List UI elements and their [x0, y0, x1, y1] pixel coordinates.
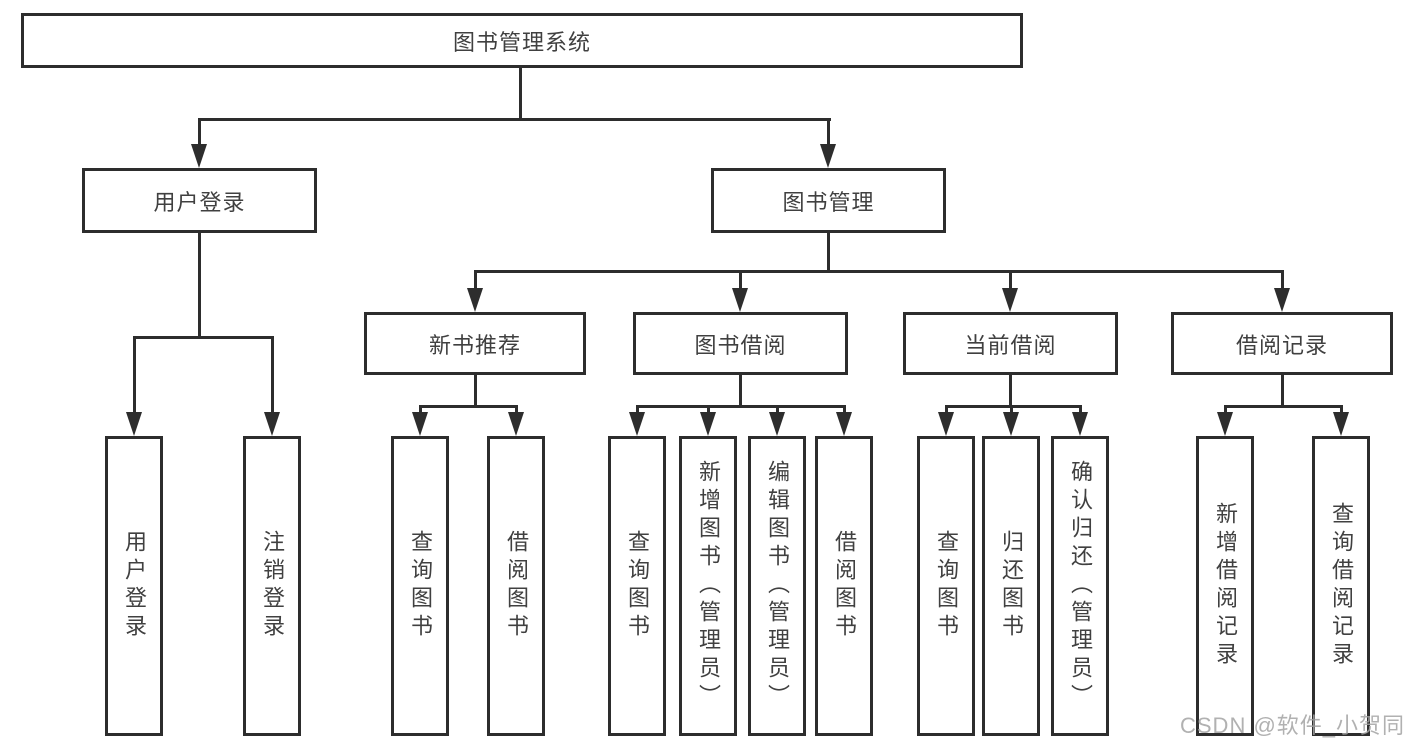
connector-line [474, 375, 477, 408]
connector-line [419, 405, 518, 408]
node-label: 查询借阅记录 [1329, 502, 1354, 670]
leaf-query-borrow-record: 查询借阅记录 [1312, 436, 1370, 736]
connector-line [945, 405, 948, 416]
connector-line [827, 233, 830, 273]
node-label: 新书推荐 [428, 332, 521, 358]
connector-line [1281, 270, 1284, 292]
node-label: 归还图书 [999, 530, 1024, 642]
connector-line [739, 270, 742, 292]
connector-line [519, 68, 522, 120]
leaf-query-books-borrowing: 查询图书 [608, 436, 666, 736]
node-label: 当前借阅 [964, 332, 1057, 358]
connector-line [133, 336, 274, 339]
connector-line [1340, 405, 1343, 416]
arrow-down-icon [700, 412, 716, 436]
arrow-down-icon [191, 144, 207, 168]
node-label: 编辑图书（管理员） [765, 460, 790, 712]
connector-line [474, 270, 1284, 273]
connector-line [198, 118, 831, 121]
connector-line [827, 118, 830, 150]
node-label: 新增图书（管理员） [696, 460, 721, 712]
arrow-down-icon [1333, 412, 1349, 436]
leaf-query-books-current: 查询图书 [917, 436, 975, 736]
connector-line [1281, 375, 1284, 408]
node-label: 借阅图书 [832, 530, 857, 642]
arrow-down-icon [412, 412, 428, 436]
arrow-down-icon [769, 412, 785, 436]
arrow-down-icon [467, 288, 483, 312]
connector-line [945, 405, 1082, 408]
node-label: 用户登录 [153, 189, 246, 215]
node-label: 确认归还（管理员） [1068, 460, 1093, 712]
arrow-down-icon [629, 412, 645, 436]
connector-line [739, 375, 742, 408]
connector-line [271, 336, 274, 416]
connector-line [474, 270, 477, 292]
arrow-down-icon [1274, 288, 1290, 312]
arrow-down-icon [508, 412, 524, 436]
leaf-return-books: 归还图书 [982, 436, 1040, 736]
node-label: 注销登录 [260, 530, 285, 642]
connector-line [636, 405, 846, 408]
connector-line [515, 405, 518, 416]
connector-line [636, 405, 639, 416]
node-label: 查询图书 [408, 530, 433, 642]
arrow-down-icon [126, 412, 142, 436]
connector-line [843, 405, 846, 416]
leaf-query-books-recommend: 查询图书 [391, 436, 449, 736]
node-new-book-recommendation: 新书推荐 [364, 312, 586, 375]
node-label: 借阅图书 [504, 530, 529, 642]
connector-line [707, 405, 710, 416]
connector-line [198, 233, 201, 338]
leaf-borrow-books-recommend: 借阅图书 [487, 436, 545, 736]
arrow-down-icon [1072, 412, 1088, 436]
node-label: 用户登录 [122, 530, 147, 642]
watermark-csdn: CSDN @软件_小贺同学 [1180, 713, 1405, 738]
node-current-borrowing: 当前借阅 [903, 312, 1118, 375]
leaf-logout: 注销登录 [243, 436, 301, 736]
connector-line [198, 118, 201, 150]
connector-line [1009, 270, 1012, 292]
node-borrowing-records: 借阅记录 [1171, 312, 1393, 375]
arrow-down-icon [1217, 412, 1233, 436]
leaf-edit-books-admin: 编辑图书（管理员） [748, 436, 806, 736]
leaf-confirm-return-admin: 确认归还（管理员） [1051, 436, 1109, 736]
connector-line [1224, 405, 1343, 408]
leaf-add-books-admin: 新增图书（管理员） [679, 436, 737, 736]
node-label: 查询图书 [625, 530, 650, 642]
leaf-user-login: 用户登录 [105, 436, 163, 736]
leaf-borrow-books-borrowing: 借阅图书 [815, 436, 873, 736]
connector-line [419, 405, 422, 416]
node-label: 借阅记录 [1235, 332, 1328, 358]
node-book-borrowing: 图书借阅 [633, 312, 848, 375]
arrow-down-icon [1002, 288, 1018, 312]
arrow-down-icon [732, 288, 748, 312]
connector-line [1079, 405, 1082, 416]
arrow-down-icon [836, 412, 852, 436]
arrow-down-icon [938, 412, 954, 436]
node-label: 图书管理 [782, 189, 875, 215]
node-label: 图书管理系统 [452, 29, 591, 55]
node-book-management: 图书管理 [711, 168, 946, 233]
node-user-login: 用户登录 [82, 168, 317, 233]
leaf-add-borrow-record: 新增借阅记录 [1196, 436, 1254, 736]
node-label: 查询图书 [934, 530, 959, 642]
arrow-down-icon [820, 144, 836, 168]
connector-line [776, 405, 779, 416]
arrow-down-icon [1003, 412, 1019, 436]
connector-line [133, 336, 136, 416]
connector-line [1010, 405, 1013, 416]
node-label: 新增借阅记录 [1213, 502, 1238, 670]
node-library-management-system: 图书管理系统 [21, 13, 1023, 68]
connector-line [1224, 405, 1227, 416]
connector-line [1009, 375, 1012, 408]
node-label: 图书借阅 [694, 332, 787, 358]
arrow-down-icon [264, 412, 280, 436]
